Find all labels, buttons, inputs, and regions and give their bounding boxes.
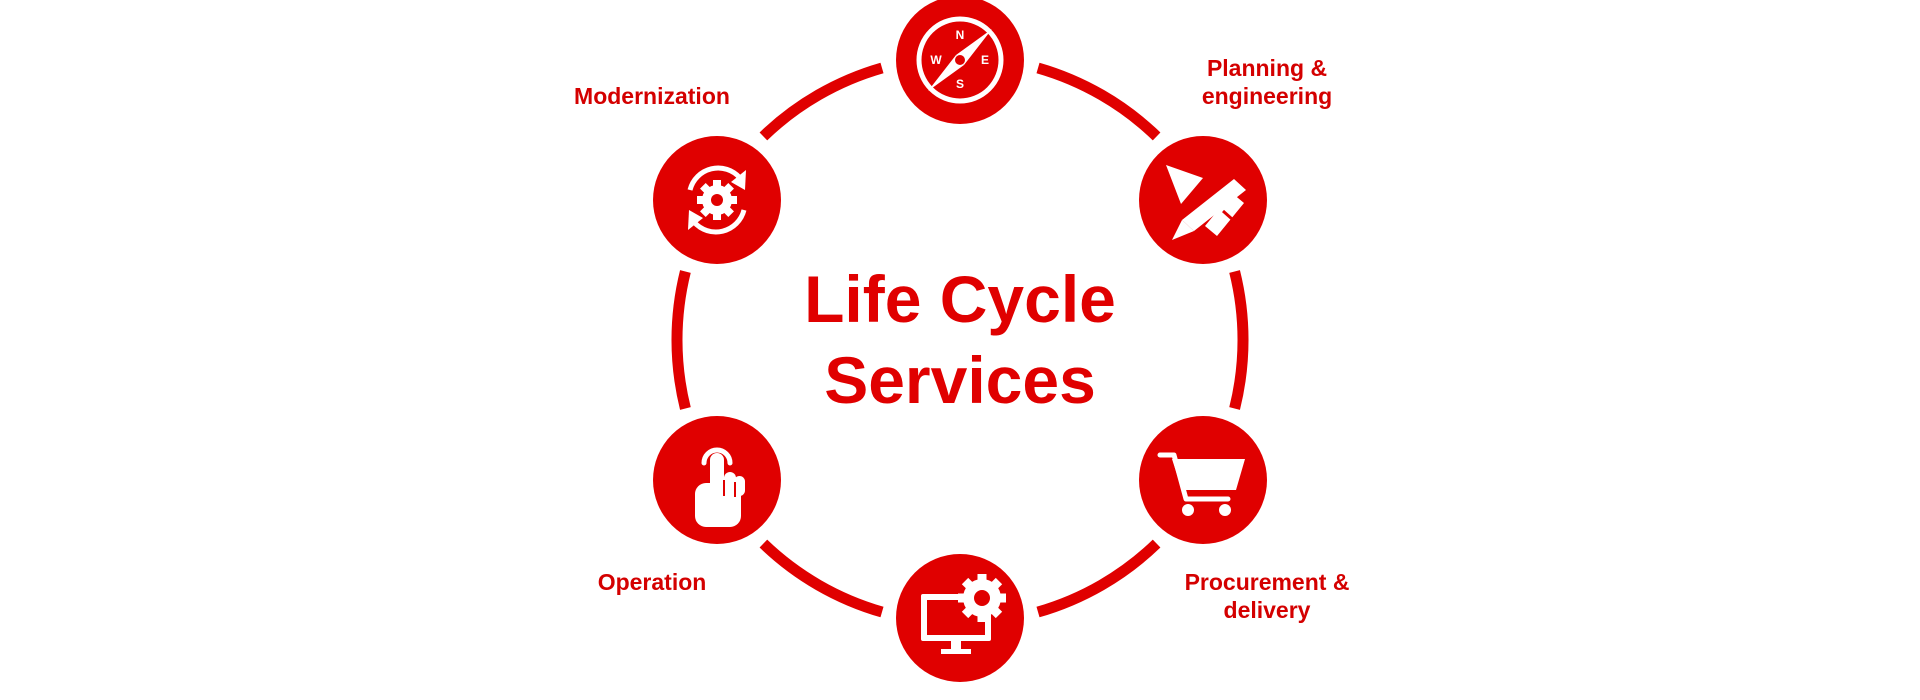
stage-node-operation[interactable] bbox=[653, 416, 781, 544]
stage-label-planning-line-1: Planning & bbox=[1207, 55, 1327, 81]
compass-north-letter: N bbox=[956, 28, 965, 42]
title-line-2: Services bbox=[824, 343, 1096, 417]
cycle-ring bbox=[671, 62, 1249, 618]
hand-pointer-icon bbox=[695, 447, 745, 527]
stage-label-procurement-line-2: delivery bbox=[1224, 597, 1311, 623]
compass-west-letter: W bbox=[930, 53, 942, 67]
stage-label-operation-line-1: Operation bbox=[598, 569, 707, 595]
ring-arc-bottom-left bbox=[759, 539, 884, 618]
center-title: Life Cycle Services bbox=[804, 262, 1116, 417]
stage-label-modernization-line-1: Modernization bbox=[574, 83, 730, 109]
stage-label-operation: Operation bbox=[598, 569, 707, 595]
stage-node-orientation[interactable]: N E S W bbox=[896, 0, 1024, 124]
title-line-1: Life Cycle bbox=[804, 262, 1116, 336]
ring-arc-top-right bbox=[1036, 62, 1161, 141]
ring-arc-top-left bbox=[759, 62, 884, 141]
compass-east-letter: E bbox=[981, 53, 989, 67]
ring-arc-left bbox=[671, 270, 691, 410]
pencil-ruler-icon bbox=[1166, 165, 1246, 240]
ring-arc-bottom-right bbox=[1036, 539, 1161, 618]
stage-label-modernization: Modernization bbox=[574, 83, 730, 109]
compass-south-letter: S bbox=[956, 77, 964, 91]
stage-node-commissioning[interactable] bbox=[896, 554, 1024, 682]
compass-icon: N E S W bbox=[916, 16, 1004, 104]
stage-node-planning[interactable] bbox=[1139, 136, 1267, 264]
gear-cycle-icon bbox=[687, 165, 747, 235]
stage-node-modernization[interactable] bbox=[653, 136, 781, 264]
stage-label-planning: Planning & engineering bbox=[1202, 55, 1332, 109]
ring-arc-right bbox=[1229, 270, 1249, 410]
shopping-cart-icon bbox=[1157, 452, 1245, 516]
stage-node-procurement[interactable] bbox=[1139, 416, 1267, 544]
stage-label-planning-line-2: engineering bbox=[1202, 83, 1332, 109]
stage-label-procurement-line-1: Procurement & bbox=[1185, 569, 1350, 595]
monitor-gear-icon bbox=[921, 574, 1006, 654]
stage-label-procurement: Procurement & delivery bbox=[1185, 569, 1350, 623]
